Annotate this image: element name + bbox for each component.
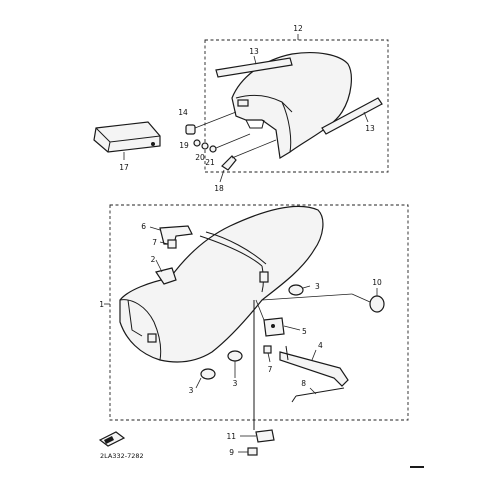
- cable-8: [291, 387, 345, 403]
- callout-3-left: 3: [189, 386, 194, 395]
- leader-13a: [253, 55, 257, 65]
- corner-mark: [410, 466, 424, 468]
- callout-9: 9: [229, 448, 234, 457]
- bracket-18: [219, 139, 277, 183]
- damper-3-middle: [227, 350, 243, 378]
- callout-12: 12: [293, 24, 303, 33]
- leader-13b: [363, 111, 369, 123]
- bolt-washer-set: [193, 133, 251, 153]
- callout-5: 5: [302, 327, 307, 336]
- cowl-stripe-right: [321, 97, 383, 135]
- callout-10: 10: [372, 278, 382, 287]
- bracket-2: [155, 259, 177, 285]
- callout-19: 19: [179, 141, 189, 150]
- seat-assembly-boundary: [109, 204, 409, 421]
- seat-cowl: [231, 52, 352, 159]
- damper-3-right: [288, 284, 311, 296]
- callout-13-right: 13: [365, 124, 375, 133]
- callout-3-right: 3: [315, 282, 320, 291]
- callout-21: 21: [205, 158, 215, 167]
- callout-7-upper: 7: [152, 238, 157, 247]
- callout-7-lower: 7: [268, 365, 273, 374]
- damper-3-left: [195, 368, 216, 389]
- callout-3-middle: 3: [233, 379, 238, 388]
- part-code: 2LA332-7282: [100, 452, 144, 460]
- callout-4: 4: [318, 341, 323, 350]
- bolt-7-upper: [159, 239, 177, 249]
- seat-lock-5: [255, 299, 301, 337]
- callout-18: 18: [214, 184, 224, 193]
- cowl-stripe-left: [215, 57, 293, 78]
- callout-11: 11: [226, 432, 236, 441]
- callout-17: 17: [119, 163, 129, 172]
- lock-body-11: [240, 300, 275, 443]
- cowl-assembly-boundary: [204, 39, 389, 173]
- callout-8: 8: [301, 379, 306, 388]
- nut-9: [238, 447, 258, 456]
- callout-2: 2: [151, 255, 156, 264]
- tail-light-17: [93, 121, 161, 160]
- callout-1: 1: [99, 300, 104, 309]
- lock-rod-4: [279, 345, 349, 387]
- callout-14: 14: [178, 108, 188, 117]
- seat-key: [98, 431, 126, 447]
- callout-13-left: 13: [249, 47, 259, 56]
- double-seat: [119, 205, 324, 363]
- lock-cap-10: [261, 288, 385, 313]
- bolt-7-lower: [263, 345, 272, 363]
- grommet-14: [185, 111, 237, 135]
- callout-6: 6: [141, 222, 146, 231]
- callout-20: 20: [195, 153, 205, 162]
